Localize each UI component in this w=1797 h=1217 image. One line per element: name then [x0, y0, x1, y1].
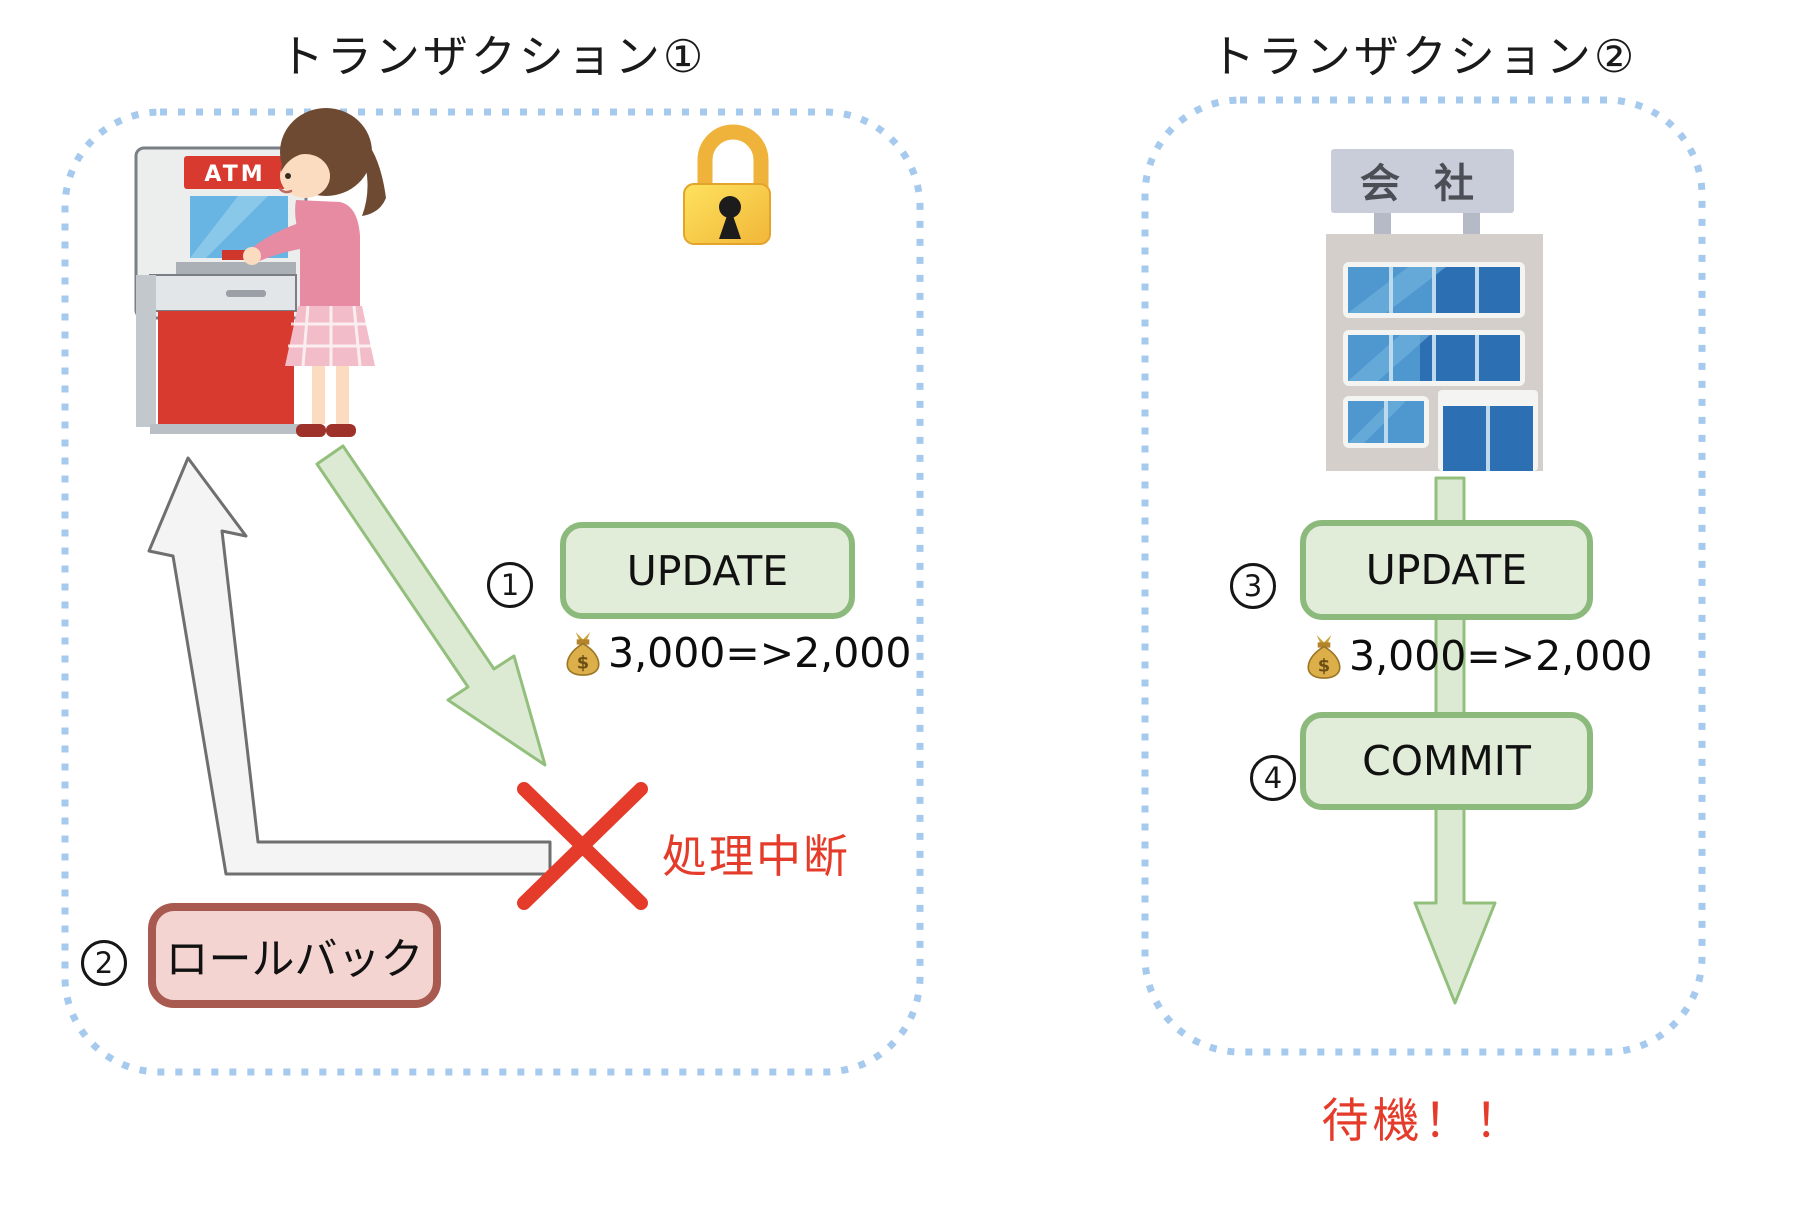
money-bag-icon: $: [1307, 635, 1341, 679]
waiting-status-label: 待機！！: [1321, 1094, 1526, 1149]
company-building-illustration: 会 社: [1326, 149, 1543, 471]
woman-illustration: [243, 108, 386, 437]
step3-number-badge: 3: [1230, 563, 1276, 609]
rollback-button: ロールバック: [148, 903, 441, 1008]
commit-button-label: COMMIT: [1362, 737, 1531, 785]
money-bag-icon: $: [566, 632, 600, 676]
atm-sign-label: ATM: [204, 162, 265, 187]
building-sign-label: 会 社: [1360, 161, 1484, 207]
step2-number-badge: 2: [81, 940, 127, 986]
update-button-2-label: UPDATE: [1365, 546, 1528, 594]
rollback-arrow-icon: [147, 456, 552, 876]
amount-change-left-text: 3,000=>2,000: [608, 629, 912, 677]
step3-number: 3: [1243, 569, 1263, 603]
update-button-1-label: UPDATE: [626, 546, 789, 595]
money-bag-symbol: $: [577, 653, 589, 674]
step2-number: 2: [94, 946, 114, 980]
step4-number: 4: [1263, 761, 1283, 795]
money-bag-symbol: $: [1318, 656, 1330, 677]
step1-number: 1: [500, 568, 520, 602]
update-button-1: UPDATE: [560, 522, 855, 619]
step1-number-badge: 1: [487, 562, 533, 608]
transaction2-title: トランザクション②: [1209, 30, 1638, 83]
rollback-button-label: ロールバック: [165, 934, 424, 985]
update-button-2: UPDATE: [1300, 520, 1593, 620]
step4-number-badge: 4: [1250, 755, 1296, 801]
lock-icon: [683, 124, 771, 245]
transaction1-title: トランザクション①: [278, 30, 707, 83]
error-x-icon: [517, 782, 648, 910]
transaction2-panel-border: [1141, 96, 1706, 1056]
update-flow-arrow-icon: [315, 444, 547, 767]
amount-change-right-text: 3,000=>2,000: [1349, 632, 1653, 680]
amount-change-left: $ 3,000=>2,000: [562, 627, 911, 679]
process-interrupt-label: 処理中断: [662, 830, 851, 883]
commit-button: COMMIT: [1300, 712, 1593, 810]
amount-change-right: $ 3,000=>2,000: [1303, 630, 1652, 682]
